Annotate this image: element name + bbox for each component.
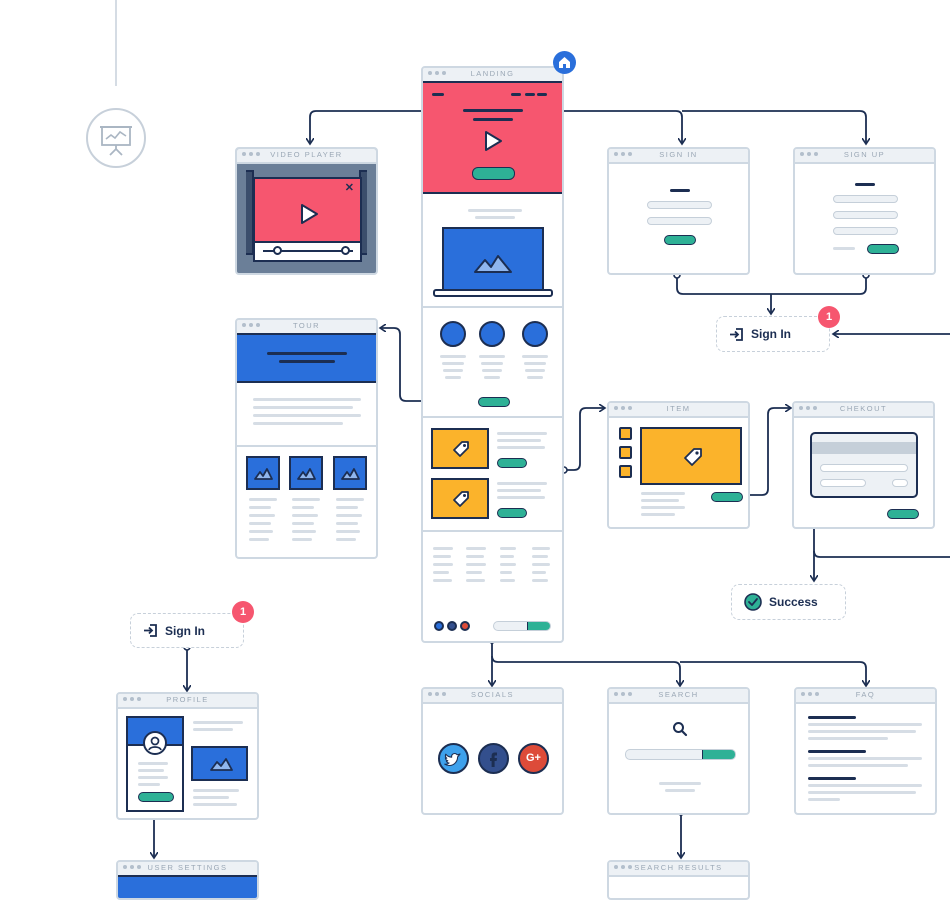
tag-icon <box>682 446 704 468</box>
video-modal[interactable]: ✕ <box>253 177 362 262</box>
email-field[interactable] <box>833 211 898 219</box>
item-main-image <box>640 427 742 485</box>
volume-handle[interactable] <box>341 246 350 255</box>
password-field[interactable] <box>833 227 898 235</box>
item-thumb[interactable] <box>619 446 632 459</box>
tour-image <box>289 456 323 490</box>
search-input[interactable] <box>625 749 736 760</box>
play-icon[interactable] <box>299 203 319 225</box>
tour-link-button[interactable] <box>478 397 510 407</box>
google-plus-icon[interactable]: G+ <box>518 743 549 774</box>
sign-in-node-label: Sign In <box>165 623 205 638</box>
product-card[interactable] <box>431 428 489 469</box>
tour-hero <box>237 333 376 383</box>
feature-circle <box>479 321 505 347</box>
card-expiry-field[interactable] <box>820 479 866 487</box>
profile-title: PROFILE <box>166 695 209 704</box>
user-settings-screen[interactable]: USER SETTINGS <box>116 860 259 900</box>
check-icon <box>744 593 762 611</box>
sign-up-screen[interactable]: SIGN UP <box>793 147 936 275</box>
search-button[interactable] <box>702 750 735 759</box>
twitter-icon[interactable] <box>438 743 469 774</box>
checkout-title: CHEKOUT <box>839 404 888 413</box>
profile-settings-button[interactable] <box>138 792 174 802</box>
item-screen[interactable]: ITEM <box>607 401 750 529</box>
facebook-icon[interactable] <box>478 743 509 774</box>
sign-in-title: SIGN IN <box>659 150 698 159</box>
tag-icon <box>451 489 471 509</box>
sign-in-submit-button[interactable] <box>664 235 696 245</box>
product-card[interactable] <box>431 478 489 519</box>
tour-screen[interactable]: TOUR <box>235 318 378 559</box>
pay-button[interactable] <box>887 509 919 519</box>
sign-in-node-right[interactable]: Sign In <box>716 316 830 352</box>
presentation-icon <box>85 107 147 169</box>
video-progress-bar[interactable] <box>263 250 353 252</box>
tag-icon <box>451 439 471 459</box>
laptop-image <box>433 226 553 300</box>
sign-up-title: SIGN UP <box>843 150 886 159</box>
social-dot[interactable] <box>447 621 457 631</box>
hero-cta-button[interactable] <box>472 167 515 180</box>
password-field[interactable] <box>647 217 712 225</box>
item-thumb[interactable] <box>619 465 632 478</box>
search-results-screen[interactable]: SEARCH RESULTS <box>607 860 750 900</box>
close-icon[interactable]: ✕ <box>344 182 354 194</box>
profile-card <box>126 716 184 812</box>
search-screen[interactable]: SEARCH <box>607 687 750 815</box>
faq-screen[interactable]: FAQ <box>794 687 937 815</box>
feature-circle <box>522 321 548 347</box>
username-field[interactable] <box>647 201 712 209</box>
user-settings-title: USER SETTINGS <box>147 863 228 872</box>
socials-title: SOCIALS <box>470 690 514 699</box>
tour-image <box>246 456 280 490</box>
feature-circle <box>440 321 466 347</box>
profile-image <box>191 746 248 781</box>
search-results-title: SEARCH RESULTS <box>634 863 723 872</box>
item-title: ITEM <box>666 404 691 413</box>
notification-badge: 1 <box>818 306 840 328</box>
add-to-cart-button[interactable] <box>711 492 743 502</box>
subscribe-field[interactable] <box>493 621 551 631</box>
video-progress-handle[interactable] <box>273 246 282 255</box>
sign-in-node-label: Sign In <box>751 327 791 341</box>
tour-image <box>333 456 367 490</box>
checkout-screen[interactable]: CHEKOUT <box>792 401 935 529</box>
notification-badge: 1 <box>232 601 254 623</box>
item-thumb[interactable] <box>619 427 632 440</box>
product-buy-button[interactable] <box>497 458 527 468</box>
login-icon <box>144 624 157 637</box>
card-cvv-field[interactable] <box>892 479 908 487</box>
sign-in-screen[interactable]: SIGN IN <box>607 147 750 275</box>
card-number-field[interactable] <box>820 464 908 472</box>
social-dot[interactable] <box>434 621 444 631</box>
play-icon[interactable] <box>483 130 503 152</box>
payment-card[interactable] <box>810 432 918 498</box>
faq-title: FAQ <box>855 690 876 699</box>
success-node: Success <box>731 584 846 620</box>
search-title: SEARCH <box>658 690 699 699</box>
sign-in-node-left[interactable]: Sign In <box>130 613 244 648</box>
profile-screen[interactable]: PROFILE <box>116 692 259 820</box>
avatar[interactable] <box>143 731 167 755</box>
socials-screen[interactable]: SOCIALS G+ <box>421 687 564 815</box>
login-icon <box>730 327 743 341</box>
home-icon[interactable] <box>553 51 576 74</box>
search-icon <box>672 721 688 737</box>
success-label: Success <box>769 595 818 609</box>
landing-title: LANDING <box>470 69 515 78</box>
name-field[interactable] <box>833 195 898 203</box>
video-player-screen[interactable]: VIDEO PLAYER ✕ <box>235 147 378 275</box>
social-dot[interactable] <box>460 621 470 631</box>
sign-up-submit-button[interactable] <box>867 244 899 254</box>
footer-links <box>433 547 553 587</box>
video-player-title: VIDEO PLAYER <box>270 150 343 159</box>
hero-section <box>423 81 562 194</box>
product-buy-button[interactable] <box>497 508 527 518</box>
tour-title: TOUR <box>292 321 321 330</box>
landing-screen[interactable]: LANDING <box>421 66 564 643</box>
